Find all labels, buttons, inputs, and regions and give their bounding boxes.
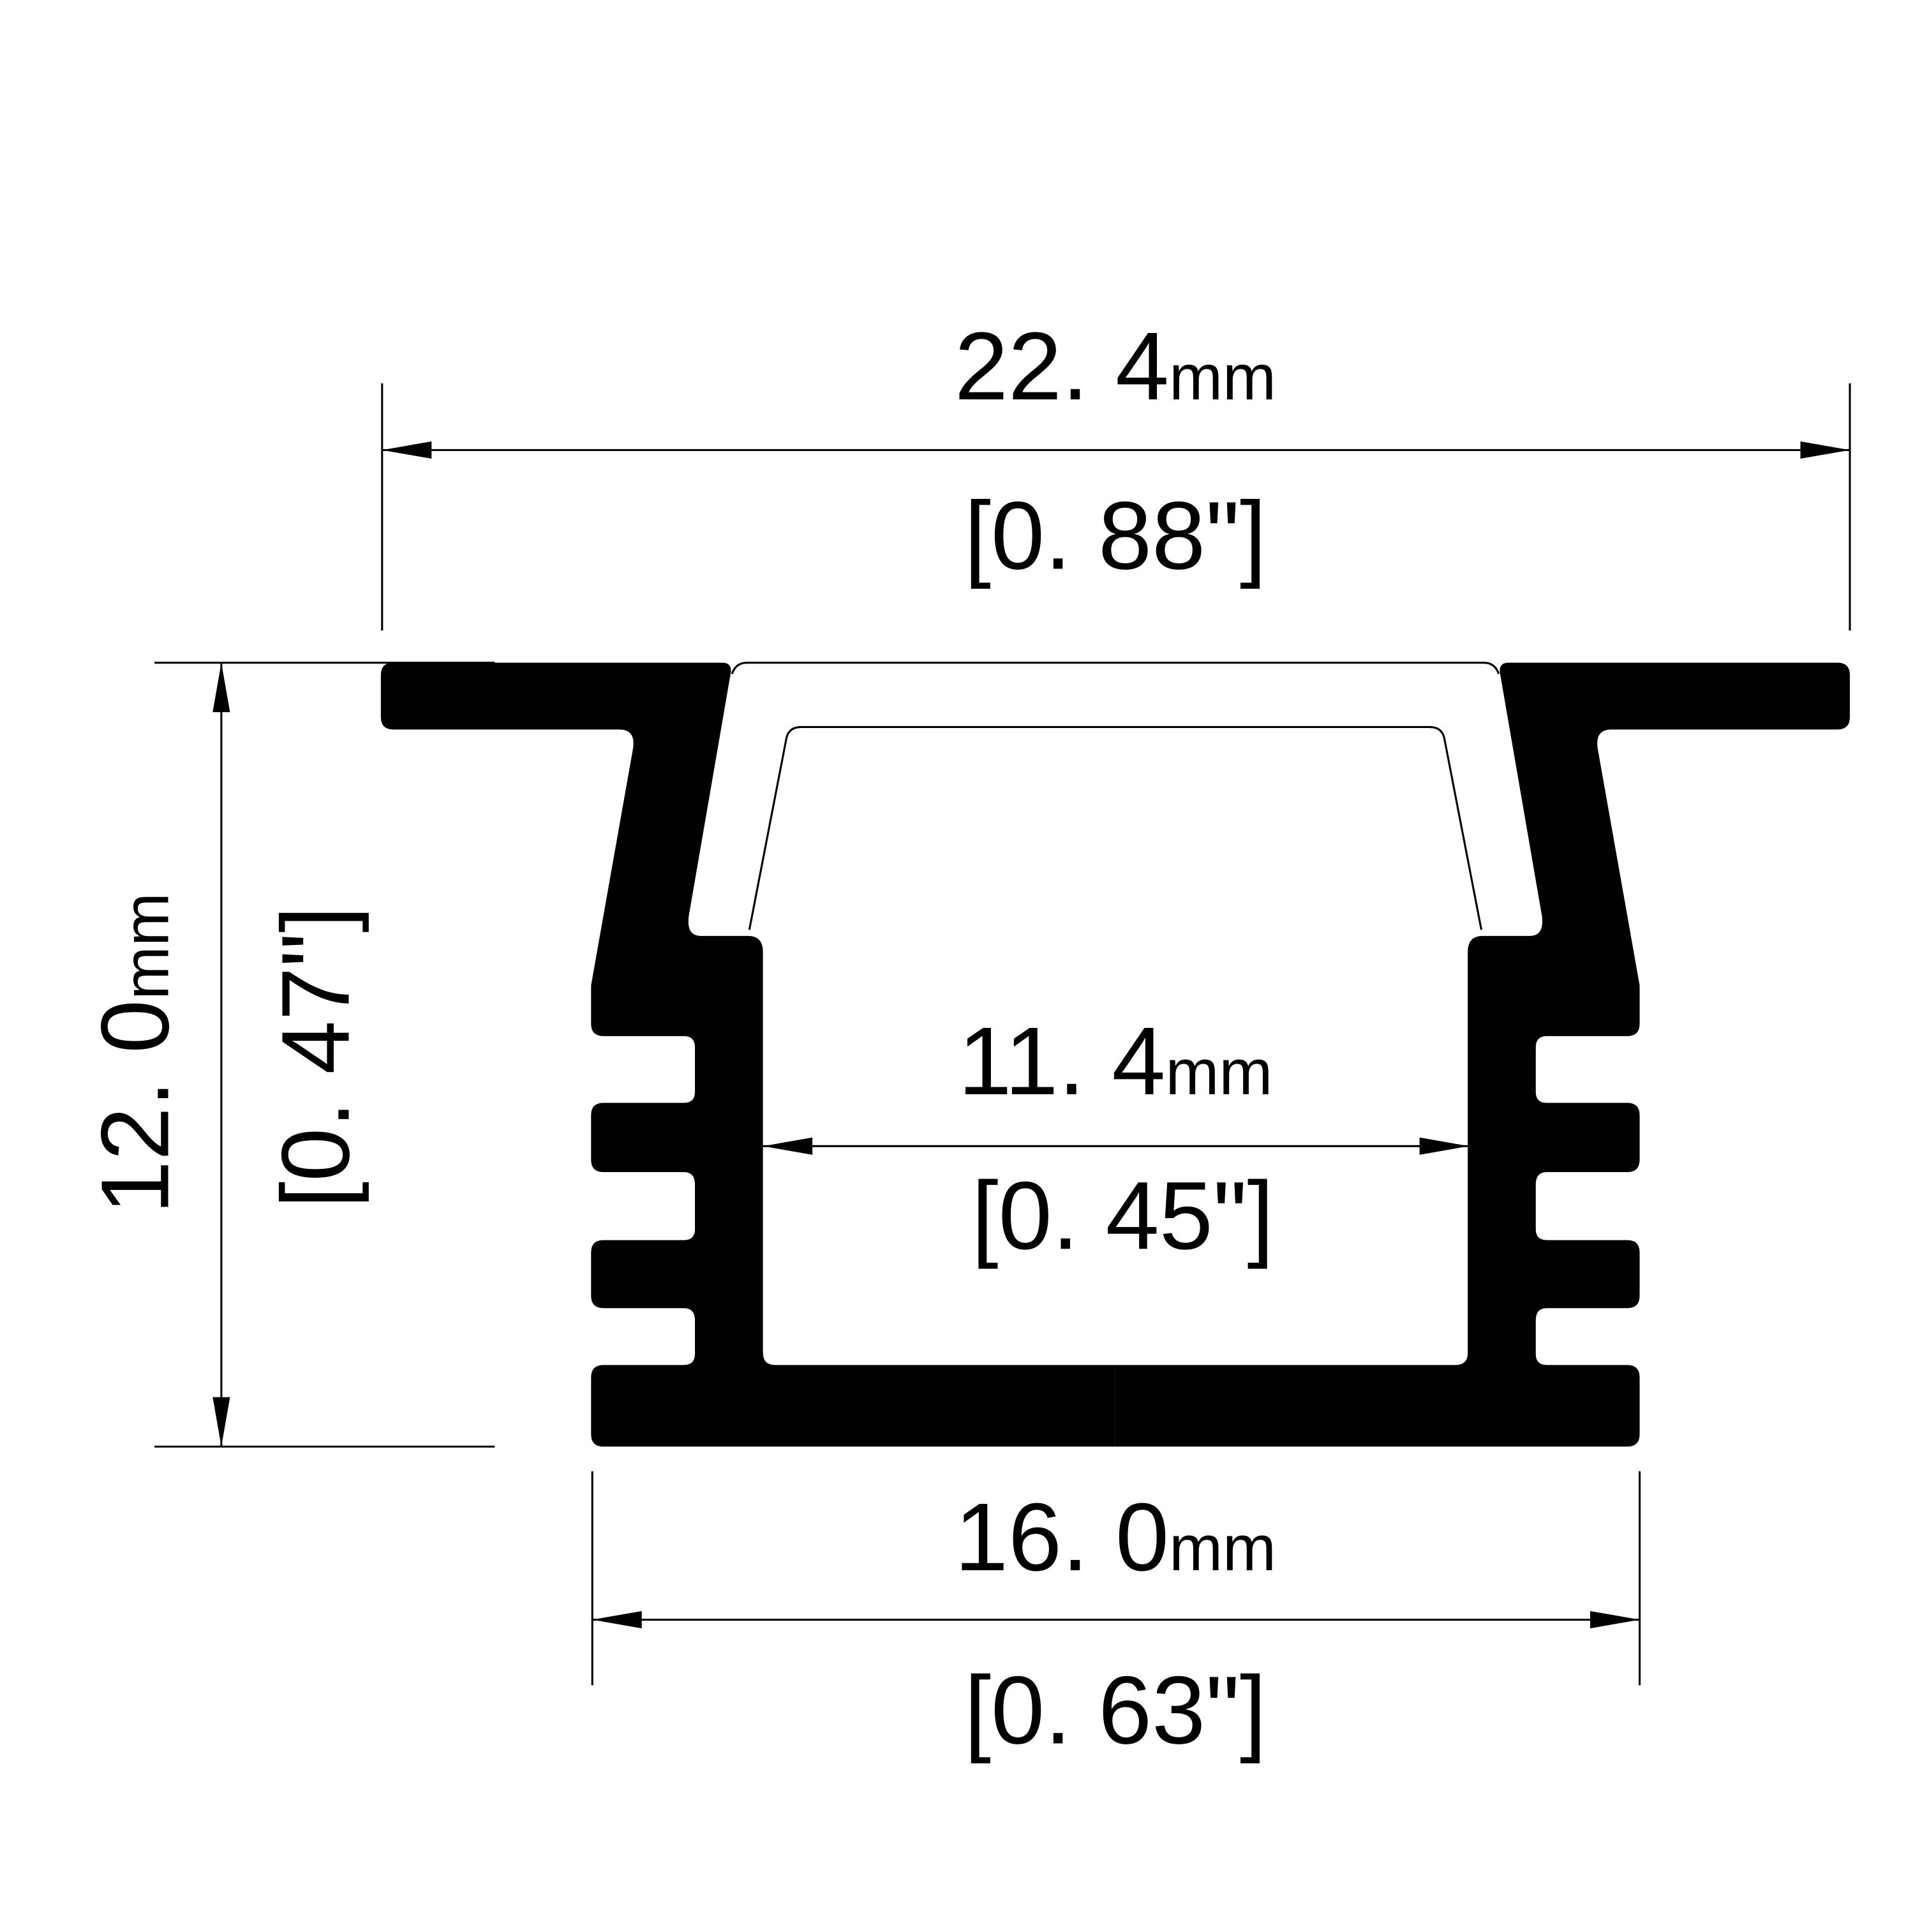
diffuser-lens [731, 662, 1500, 930]
overall-width-mm: 22. 4mm [955, 313, 1276, 420]
body-width-mm: 16. 0mm [955, 1483, 1276, 1591]
inner-width-inch: [0. 45"] [972, 1162, 1274, 1270]
body-width-inch: [0. 63"] [964, 1656, 1267, 1764]
arrow-right-icon [1800, 441, 1850, 459]
arrow-left-icon [382, 441, 432, 459]
arrow-left-icon [592, 1610, 642, 1629]
height-inch: [0. 47"] [262, 906, 369, 1208]
dimension-overall-width: 22. 4mm [0. 88"] [381, 313, 1851, 631]
arrow-down-icon [212, 1397, 230, 1447]
dimension-inner-width: 11. 4mm [0. 45"] [763, 1007, 1470, 1270]
arrow-right-icon [1590, 1610, 1640, 1629]
arrow-up-icon [212, 662, 230, 713]
arrow-right-icon [1419, 1137, 1470, 1155]
arrow-left-icon [763, 1137, 813, 1155]
overall-width-inch: [0. 88"] [964, 482, 1267, 590]
dimension-body-width: 16. 0mm [0. 63"] [591, 1471, 1641, 1764]
dimension-height: 12. 0mm [0. 47"] [82, 662, 495, 1448]
height-mm: 12. 0mm [82, 893, 190, 1214]
inner-width-mm: 11. 4mm [958, 1007, 1273, 1115]
